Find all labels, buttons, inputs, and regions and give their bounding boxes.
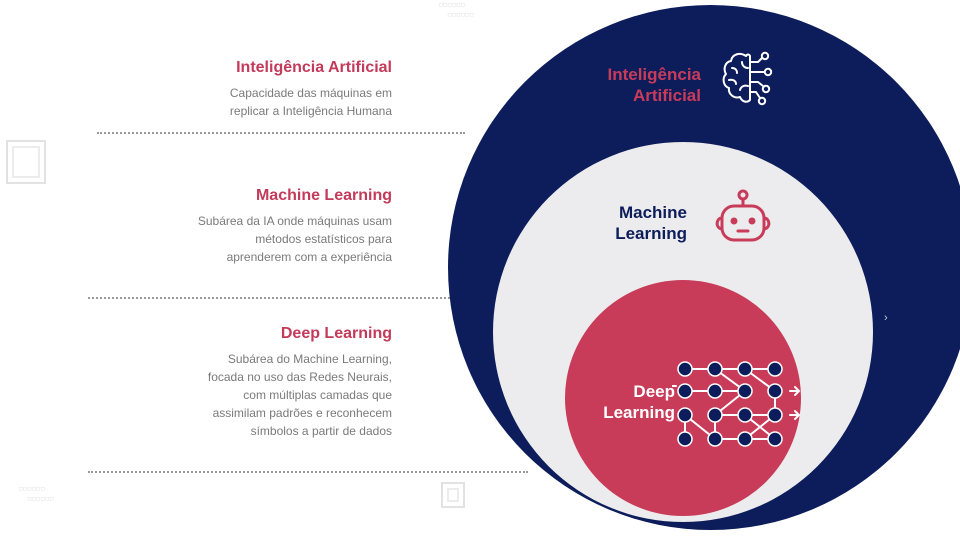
divider-3 <box>88 471 528 473</box>
arrow-right-icon: › <box>884 312 888 324</box>
dl-circle-label: Deep Learning <box>560 381 675 423</box>
ai-circle-label: Inteligência Artificial <box>566 64 701 106</box>
ai-circle-label-line: Artificial <box>632 86 701 105</box>
ai-description: Capacidade das máquinas em replicar a In… <box>230 84 392 120</box>
divider-1 <box>97 132 465 134</box>
ai-circle-label-line: Inteligência <box>607 65 701 84</box>
dl-description-line: focada no uso das Redes Neurais, <box>207 370 392 384</box>
dl-description-line: assimilam padrões e reconhecem <box>212 406 392 420</box>
ml-description-block: Machine Learning Subárea da IA onde máqu… <box>198 186 392 266</box>
brain-circuit-icon <box>722 51 773 106</box>
ml-title: Machine Learning <box>255 187 392 204</box>
dl-description-line: Subárea do Machine Learning, <box>227 352 392 366</box>
ml-description: Subárea da IA onde máquinas usam métodos… <box>198 212 392 266</box>
ml-circle-label-line: Machine <box>618 203 687 222</box>
dl-description-block: Deep Learning Subárea do Machine Learnin… <box>208 324 392 440</box>
dl-title: Deep Learning <box>280 325 392 342</box>
ml-description-line: métodos estatísticos para <box>255 232 392 246</box>
dl-description: Subárea do Machine Learning, focada no u… <box>208 350 392 440</box>
ml-description-line: Subárea da IA onde máquinas usam <box>197 214 392 228</box>
decorative-square-left <box>6 140 46 184</box>
divider-2 <box>88 297 498 299</box>
decorative-tiles-top: ▫▫▫▫▫▫ ▫▫▫▫▫▫ <box>438 0 474 20</box>
ai-description-block: Inteligência Artificial Capacidade das m… <box>230 58 392 120</box>
dl-circle-label-line: Learning <box>603 403 675 422</box>
ml-description-line: aprenderem com a experiência <box>226 250 392 264</box>
robot-head-icon <box>715 189 771 242</box>
ml-circle-label-line: Learning <box>615 224 687 243</box>
ai-title: Inteligência Artificial <box>236 59 392 76</box>
ai-description-line: replicar a Inteligência Humana <box>229 104 392 118</box>
dl-circle-label-line: Deep <box>633 382 675 401</box>
dl-description-line: símbolos a partir de dados <box>250 424 392 438</box>
ai-description-line: Capacidade das máquinas em <box>229 86 392 100</box>
neural-network-icon <box>672 361 801 447</box>
decorative-square-bottom <box>441 482 465 508</box>
dl-description-line: com múltiplas camadas que <box>243 388 392 402</box>
decorative-tiles-bottom: ▫▫▫▫▫▫ ▫▫▫▫▫▫ <box>18 484 54 504</box>
ml-circle-label: Machine Learning <box>562 202 687 244</box>
